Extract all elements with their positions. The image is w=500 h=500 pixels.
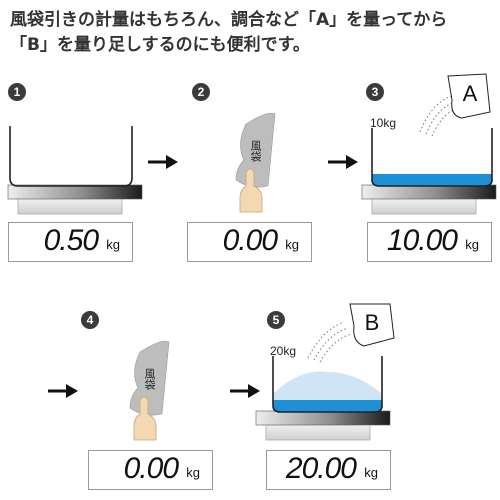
scale-display-step-4: 0.00 kg <box>88 450 213 490</box>
bag-icon <box>129 340 170 416</box>
tag-letter-b: B <box>364 310 380 335</box>
finger-icon <box>133 396 157 441</box>
added-weight-label-step-5: 20kg <box>270 344 297 358</box>
bag-label-step-2: 風袋 <box>249 140 262 162</box>
tag-icon <box>447 73 491 119</box>
scale-display-step-3: 10.00 kg <box>367 222 492 262</box>
arrow-right-icon <box>48 384 78 398</box>
arrow-right-icon <box>230 384 260 398</box>
arrow-right-icon <box>328 155 358 169</box>
title-line-2: 「B」を量り足しするのにも便利です。 <box>10 35 310 55</box>
display-value: 20.00 <box>285 452 357 485</box>
step-number-4: 4 <box>81 311 99 329</box>
pour-stream <box>419 95 461 137</box>
display-unit: kg <box>465 237 479 252</box>
scale-step-3 <box>361 128 497 215</box>
bag-label-step-4: 風袋 <box>143 368 156 390</box>
display-unit: kg <box>106 237 120 252</box>
step-number-3: 3 <box>366 83 384 101</box>
step-number-1: 1 <box>8 83 26 101</box>
pour-stream <box>307 321 353 363</box>
step-number-2: 2 <box>192 83 210 101</box>
scale-step-5 <box>255 356 391 441</box>
finger-icon <box>239 168 263 213</box>
scale-display-step-5: 20.00 kg <box>266 450 391 490</box>
bag-icon <box>235 112 276 188</box>
scale-display-step-1: 0.50 kg <box>8 222 133 262</box>
display-value: 0.00 <box>123 452 179 485</box>
added-weight-label-step-3: 10kg <box>370 116 397 130</box>
arrow-right-icon <box>148 155 178 169</box>
display-value: 0.50 <box>43 224 99 257</box>
display-value: 0.00 <box>222 224 278 257</box>
display-unit: kg <box>364 465 378 480</box>
page-title: 風袋引きの計量はもちろん、調合など「A」を量ってから 「B」を量り足しするのにも… <box>10 8 490 58</box>
tag-letter-a: A <box>462 81 478 106</box>
tag-icon <box>349 303 395 347</box>
display-value: 10.00 <box>386 224 458 257</box>
step-number-5: 5 <box>267 311 285 329</box>
display-unit: kg <box>285 237 299 252</box>
scale-display-step-2: 0.00 kg <box>187 222 312 262</box>
display-unit: kg <box>186 465 200 480</box>
title-line-1: 風袋引きの計量はもちろん、調合など「A」を量ってから <box>10 10 448 30</box>
scale-step-1 <box>7 126 143 215</box>
